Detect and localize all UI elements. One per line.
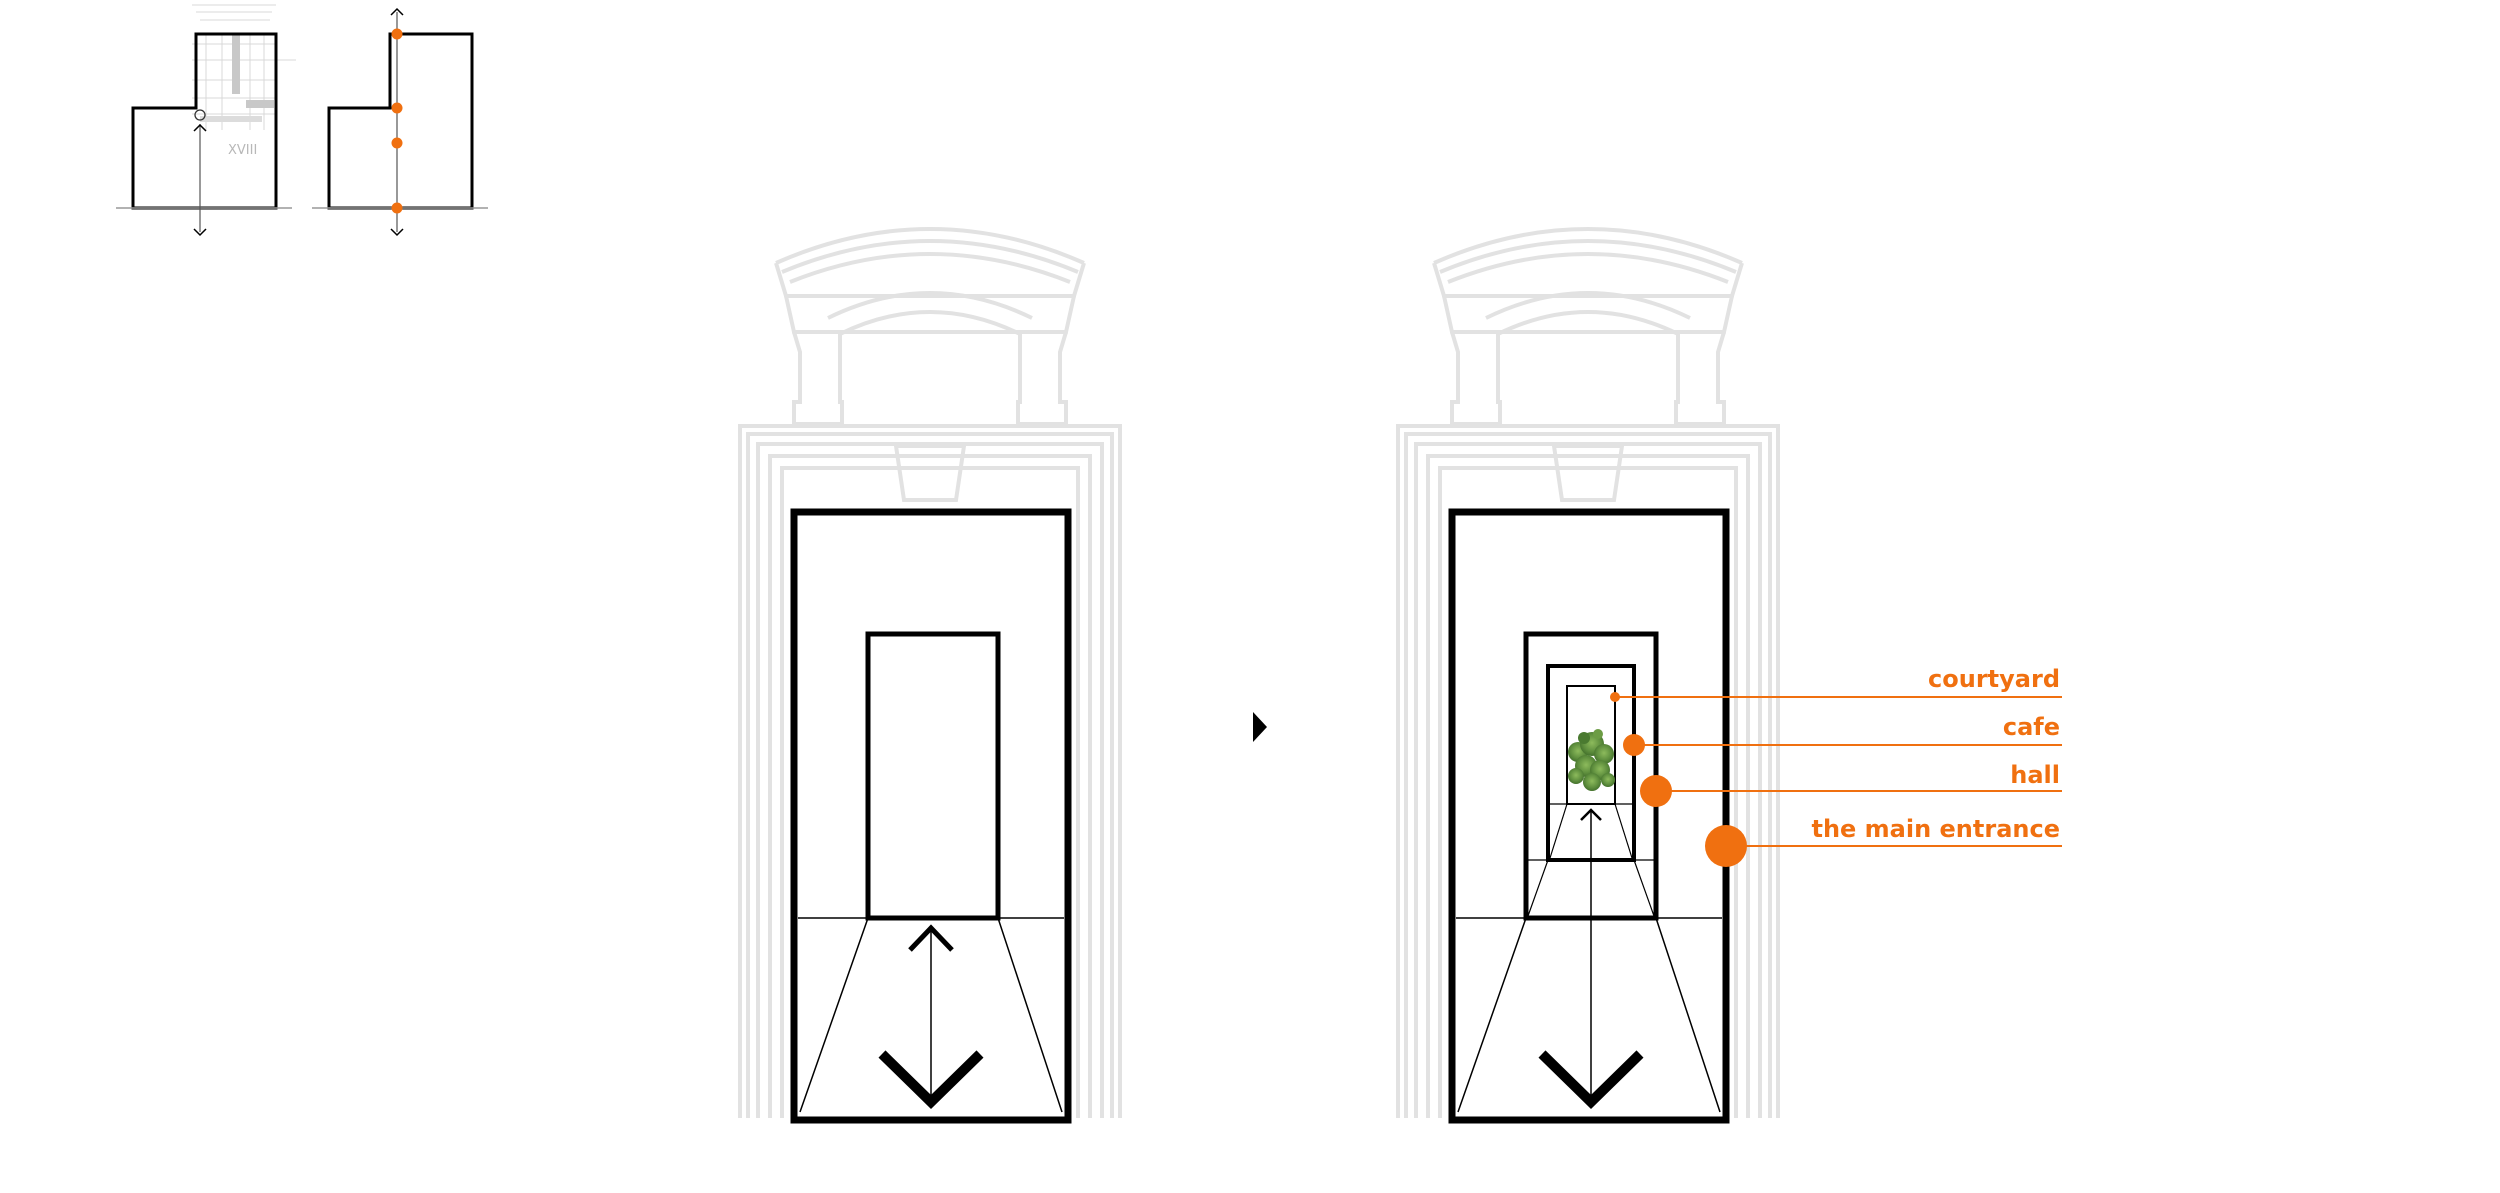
floor-plan-left: XVIII [116, 4, 296, 237]
arrow-down-icon [390, 228, 404, 237]
annotation-hall: hall [1640, 761, 2062, 807]
plan-marker-hall [391, 137, 403, 149]
arrow-down-icon [1538, 1050, 1644, 1109]
annotation-main-entrance: the main entrance [1705, 815, 2062, 867]
label-cafe: cafe [2003, 713, 2060, 741]
arrow-up-icon [390, 7, 404, 16]
room-number: XVIII [228, 143, 257, 158]
plan-marker-courtyard [391, 28, 403, 40]
arrow-up-icon [193, 123, 207, 132]
door-frame [1448, 508, 1730, 1124]
arrow-up-icon [1580, 808, 1602, 821]
door-view-after: courtyard cafe hall the main entrance [1396, 227, 2062, 1124]
annotation-cafe: cafe [1623, 713, 2062, 756]
courtyard-foliage [1568, 729, 1615, 791]
plan-right-outline [327, 32, 474, 210]
arrow-down-icon [878, 1050, 984, 1109]
annotation-courtyard: courtyard [1610, 665, 2062, 702]
arrow-up-icon [908, 924, 954, 952]
plan-marker-entrance [391, 202, 403, 214]
doorway-opening [865, 631, 1001, 921]
plan-gray-block [246, 100, 274, 108]
floor-plan-right [312, 7, 488, 237]
plan-marker-cafe [391, 102, 403, 114]
arrow-down-icon [193, 228, 207, 237]
plan-gray-column [232, 34, 240, 94]
label-hall: hall [2010, 761, 2060, 789]
label-main-entrance: the main entrance [1811, 815, 2060, 843]
door-ornament-ghost [738, 227, 1122, 1118]
door-ornament-ghost [1396, 227, 1780, 1118]
door-frame [790, 508, 1072, 1124]
door-view-before [738, 227, 1122, 1124]
play-arrow-icon [1253, 712, 1267, 742]
plan-faint-detail [192, 4, 296, 130]
viewpoint-marker [194, 109, 206, 121]
plan-gray-block-2 [200, 116, 262, 122]
label-courtyard: courtyard [1928, 665, 2060, 693]
